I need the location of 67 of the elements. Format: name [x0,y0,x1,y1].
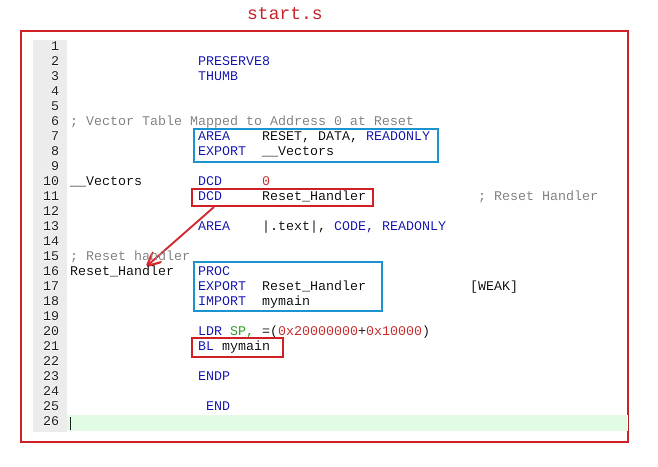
line-number: 9 [50,160,59,175]
highlight-box [191,337,284,358]
number-literal: 0 [262,175,270,190]
code-keyword: END [206,400,230,415]
code-comment: ; Reset Handler [478,190,598,205]
code-keyword: PROC [198,265,230,280]
line-number: 24 [42,385,59,400]
line-number: 10 [42,175,59,190]
register-name: SP, [230,325,254,340]
number-literal: 0x10000 [366,325,422,340]
line-number: 26 [42,415,59,430]
line-number: 14 [42,235,59,250]
code-keyword: THUMB [198,70,238,85]
line-number: 19 [42,310,59,325]
highlight-box [193,128,439,163]
code-keyword: READONLY [382,220,446,235]
code-keyword: IMPORT [198,295,246,310]
code-keyword: EXPORT [198,145,246,160]
line-number: 2 [50,55,59,70]
line-number: 12 [42,205,59,220]
highlight-box [191,188,374,207]
code-keyword: READONLY [366,130,430,145]
code-text: mymain [222,340,270,355]
code-text: RESET, DATA, [262,130,358,145]
line-number: 1 [50,40,59,55]
line-number: 7 [50,130,59,145]
line-number: 5 [50,100,59,115]
code-keyword: CODE, [334,220,374,235]
code-text: __Vectors [262,145,334,160]
code-comment: ; Vector Table Mapped to Address 0 at Reset [70,115,414,130]
line-number: 25 [42,400,59,415]
code-text: Reset_Handler [262,280,366,295]
code-text: |.text|, [262,220,326,235]
code-keyword: LDR [198,325,222,340]
code-keyword: ENDP [198,370,230,385]
line-number: 6 [50,115,59,130]
code-text: Reset_Handler [262,190,366,205]
line-number: 11 [42,190,59,205]
line-number: 13 [42,220,59,235]
code-keyword: PRESERVE8 [198,55,270,70]
line-number: 21 [42,340,59,355]
line-number: 17 [42,280,59,295]
line-number: 16 [42,265,59,280]
code-text: + [358,325,366,340]
code-keyword: BL [198,340,214,355]
code-text: __Vectors [70,175,142,190]
code-text: mymain [262,295,310,310]
file-title: start.s [247,4,323,26]
code-text: =( [262,325,278,340]
line-number: 8 [50,145,59,160]
number-literal: 0x20000000 [278,325,358,340]
line-number: 3 [50,70,59,85]
code-keyword: DCD [198,190,222,205]
line-number: 22 [42,355,59,370]
line-number: 15 [42,250,59,265]
code-text: [WEAK] [470,280,518,295]
line-number: 18 [42,295,59,310]
line-number: 4 [50,85,59,100]
code-keyword: DCD [198,175,222,190]
code-keyword: AREA [198,130,230,145]
line-number: 20 [42,325,59,340]
code-keyword: AREA [198,220,230,235]
line-number: 23 [42,370,59,385]
code-keyword: EXPORT [198,280,246,295]
code-text: ) [422,325,430,340]
highlight-box [193,261,383,312]
code-text: Reset_Handler [70,265,174,280]
